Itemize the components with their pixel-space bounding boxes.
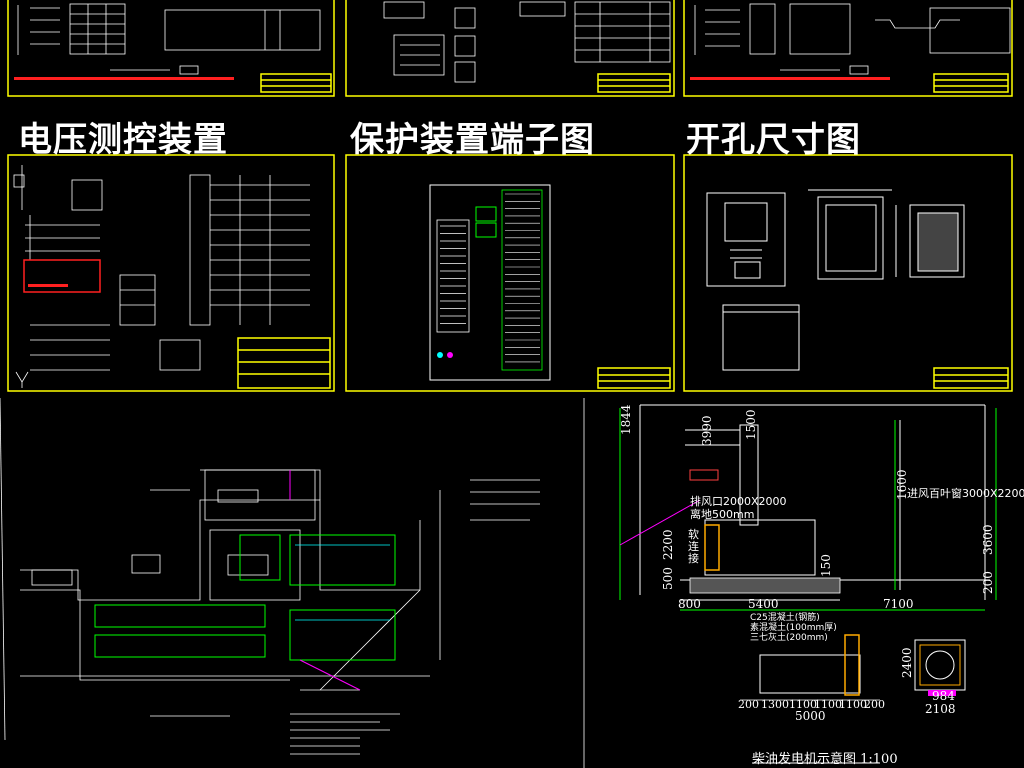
panel-title-cutout: 开孔尺寸图 xyxy=(686,120,861,160)
dim-b1100c: 1100 xyxy=(839,698,867,711)
dim-3990: 3990 xyxy=(700,415,714,446)
terminal-rows xyxy=(440,193,540,363)
cable-route xyxy=(289,470,361,691)
dim-b5000: 5000 xyxy=(795,709,826,723)
dim-5400: 5400 xyxy=(748,597,779,611)
terminal-board xyxy=(429,184,551,381)
generator-dimensions: 1844 3990 1500 1600 2200 3600 500 150 20… xyxy=(619,404,995,723)
panel-title-voltage: 电压测控装置 xyxy=(18,120,228,160)
generator-plan xyxy=(740,634,966,701)
top-panel-right xyxy=(683,0,1013,97)
generator-title: 柴油发电机示意图 1:100 xyxy=(752,751,898,767)
dim-b1100a: 1100 xyxy=(789,698,817,711)
panel-protection xyxy=(345,154,675,392)
note-soil: 三七灰土(200mm) xyxy=(750,631,828,643)
dim-2108: 2108 xyxy=(925,702,956,716)
dim-b1300: 1300 xyxy=(761,698,789,711)
dim-200-right: 200 xyxy=(981,571,995,594)
note-soft-2: 连 xyxy=(688,540,699,553)
note-base: 素混凝土(100mm厚) xyxy=(750,621,837,633)
dim-7100: 7100 xyxy=(883,597,914,611)
top-panel-left xyxy=(7,0,335,97)
generator-frame-lines xyxy=(619,408,997,611)
dim-1600: 1600 xyxy=(895,469,909,500)
panel-voltage xyxy=(7,154,335,392)
generator-unit xyxy=(619,469,841,594)
floor-plan xyxy=(0,397,585,768)
panel-cutout xyxy=(683,154,1013,392)
note-inlet: 进风百叶窗3000X2200 xyxy=(907,486,1024,500)
dim-1844: 1844 xyxy=(619,404,633,435)
panel-title-protection: 保护装置端子图 xyxy=(350,120,595,160)
dim-2200: 2200 xyxy=(661,529,675,560)
top-panel-middle xyxy=(345,0,675,97)
red-bus-bar xyxy=(14,77,234,80)
note-ground: 离地500mm xyxy=(690,507,754,521)
top-middle-schematic xyxy=(383,1,671,83)
cutout-drawings xyxy=(706,189,965,371)
dim-b200b: 200 xyxy=(864,698,885,711)
dim-500: 500 xyxy=(661,567,675,590)
floor-plan-equipment xyxy=(94,534,396,661)
note-soft-1: 软 xyxy=(688,527,699,541)
dim-150: 150 xyxy=(819,554,833,577)
dim-b1100b: 1100 xyxy=(814,698,842,711)
dim-800: 800 xyxy=(678,597,701,611)
generator-notes: 排风口2000X2000 离地500mm 进风百叶窗3000X2200 软 连 … xyxy=(688,486,1024,643)
floor-plan-detail xyxy=(295,544,390,621)
note-exhaust: 排风口2000X2000 xyxy=(690,494,787,508)
top-left-schematic xyxy=(17,3,321,75)
top-right-schematic xyxy=(694,3,1011,75)
dim-2400: 2400 xyxy=(900,647,914,678)
dim-1500: 1500 xyxy=(744,409,758,440)
note-soft-3: 接 xyxy=(688,552,699,565)
dim-3600: 3600 xyxy=(981,524,995,555)
highlight-box-red xyxy=(23,259,101,293)
note-c25: C25混凝土(钢筋) xyxy=(750,611,820,623)
dim-b200: 200 xyxy=(738,698,759,711)
red-bus-bar-right xyxy=(690,77,890,80)
voltage-schematic xyxy=(13,165,310,388)
dim-984: 984 xyxy=(932,689,955,703)
